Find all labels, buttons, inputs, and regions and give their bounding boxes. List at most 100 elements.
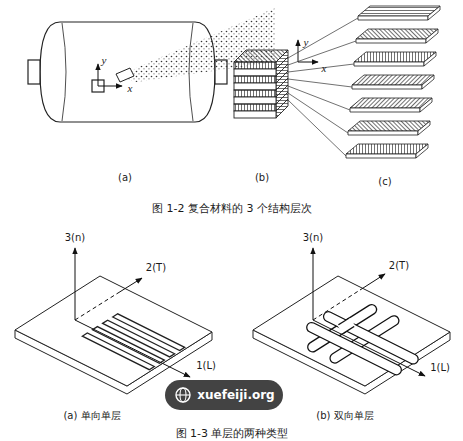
ply-edge xyxy=(416,144,428,158)
ply-edge xyxy=(358,16,428,20)
axis-label: 1(L) xyxy=(196,361,216,371)
ply xyxy=(352,75,434,89)
layer-edge xyxy=(276,71,288,83)
axis-3 xyxy=(313,248,314,320)
layer-edge xyxy=(276,85,288,97)
leader-lines xyxy=(288,18,358,156)
unidirectional-lamina xyxy=(15,276,212,394)
axis-2-hidden xyxy=(313,290,360,320)
layer-edge xyxy=(276,57,288,69)
layer-edge xyxy=(276,92,288,104)
ply xyxy=(346,144,428,158)
vessel-seam xyxy=(62,23,66,121)
ply-top xyxy=(354,52,436,62)
lamina-top xyxy=(15,276,212,386)
leader-line xyxy=(288,64,354,72)
panel-label: (c) xyxy=(378,177,391,187)
axis-label: 1(L) xyxy=(430,363,450,373)
axis-1 xyxy=(75,320,190,377)
axes xyxy=(75,248,190,377)
layer-edge xyxy=(276,64,288,76)
ply-edge xyxy=(426,29,438,43)
ply-edge xyxy=(346,154,416,158)
block-layer xyxy=(234,69,276,76)
spray-head xyxy=(116,68,134,82)
ply-edge xyxy=(350,108,420,112)
axis-y xyxy=(98,64,99,86)
axis-2-hidden xyxy=(75,293,118,320)
axis-label: 3(n) xyxy=(303,233,324,243)
panel-label: (a) xyxy=(118,173,132,183)
ply-stack xyxy=(346,6,440,158)
panel-caption: (a) 单向单层 xyxy=(63,411,120,421)
panel-label: (b) xyxy=(255,173,269,183)
ply-edge xyxy=(422,75,434,89)
ply-edge xyxy=(354,62,424,66)
figure-caption: 图 1-3 单层的两种类型 xyxy=(176,428,289,439)
axis-label: 3(n) xyxy=(65,233,86,243)
woven-fibers xyxy=(312,310,414,370)
axis-label: 2(T) xyxy=(389,261,409,271)
fiber-spray xyxy=(122,8,275,82)
block-layer xyxy=(234,83,276,90)
axis-label: x xyxy=(322,63,327,74)
globe-icon xyxy=(176,394,190,395)
ply xyxy=(356,29,438,43)
block-layer xyxy=(234,76,276,83)
laminate-block xyxy=(234,50,288,118)
ply-edge xyxy=(428,6,440,20)
fiber-crossing xyxy=(341,322,352,329)
leader-line xyxy=(288,93,348,133)
ply-edge xyxy=(418,121,430,135)
axis-label: x xyxy=(128,83,133,94)
block-layer xyxy=(234,104,276,111)
block-layer xyxy=(234,97,276,104)
block-layer xyxy=(234,62,276,69)
axis-3 xyxy=(75,248,76,320)
ply-edge xyxy=(352,85,422,89)
axis-label: y xyxy=(102,55,107,66)
ply-top xyxy=(346,144,428,154)
figure-caption: 图 1-2 复合材料的 3 个结构层次 xyxy=(152,203,312,214)
panel-caption: (b) 双向单层 xyxy=(316,411,373,421)
bidirectional-lamina xyxy=(253,276,450,394)
axis-2 xyxy=(360,274,385,290)
axes xyxy=(313,248,425,376)
axis-y xyxy=(298,40,299,62)
ply-top xyxy=(356,29,438,39)
ply-edge xyxy=(420,98,432,112)
watermark-text: xuefeiji.org xyxy=(197,389,274,401)
axis-x xyxy=(298,62,318,63)
ply xyxy=(354,52,436,66)
leader-line xyxy=(288,100,346,156)
layer-edge xyxy=(276,99,288,111)
fiber-bundle xyxy=(328,317,413,360)
fiber-crossing xyxy=(340,322,353,330)
ply-edge xyxy=(348,131,418,135)
ply xyxy=(348,121,430,135)
ply xyxy=(350,98,432,112)
layer-edge xyxy=(276,78,288,90)
watermark-pill xyxy=(165,380,283,410)
axis-1 xyxy=(313,320,425,376)
globe-icon xyxy=(176,388,190,402)
leader-line xyxy=(288,18,358,58)
fiber-strip xyxy=(113,314,185,351)
ply xyxy=(358,6,440,20)
block-layer xyxy=(234,90,276,97)
leader-line xyxy=(288,41,356,65)
axis-x xyxy=(98,86,122,87)
block-side xyxy=(276,50,288,118)
axis-2 xyxy=(118,278,142,293)
axis-label: 2(T) xyxy=(146,263,166,273)
ply-top xyxy=(348,121,430,131)
ply-top xyxy=(358,6,440,16)
ply-top xyxy=(350,98,432,108)
fiber-bundle xyxy=(328,317,413,360)
block-layer xyxy=(234,111,276,118)
ply-edge xyxy=(424,52,436,66)
leader-line xyxy=(288,86,350,110)
